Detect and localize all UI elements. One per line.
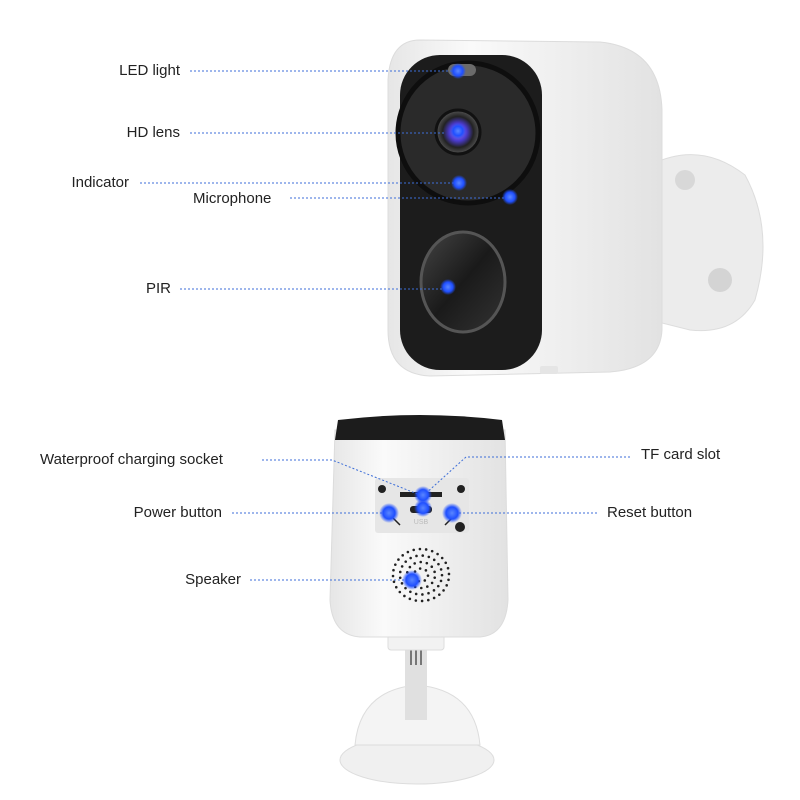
speaker-hole [403,594,406,598]
speaker-hole [408,565,412,569]
speaker-hole [430,549,434,553]
tf-slot-marker [414,486,432,504]
camera-body [329,429,509,638]
speaker-hole [394,563,397,566]
label-pir: PIR [145,280,171,297]
speaker-hole [391,574,395,578]
front-camera [387,39,764,377]
speaker-hole [447,572,451,576]
speaker-hole [418,547,422,551]
label-reset-button: Reset button [607,504,693,521]
speaker-hole [404,560,408,563]
speaker-hole [406,550,410,554]
label-microphone: Microphone [193,190,272,207]
led-light-marker [450,63,466,79]
speaker-hole [426,585,429,588]
label-led-light: LED light [119,62,180,79]
speaker-hole [426,598,430,602]
label-power-button: Power button [133,504,222,521]
speaker-hole [421,593,424,596]
speaker-hole [419,586,423,590]
speaker-hole [412,548,416,552]
speaker-hole [392,568,395,572]
speaker-hole [400,565,404,568]
speaker-hole [415,554,418,558]
label-hd-lens: HD lens [126,124,180,141]
speaker-hole [436,584,440,588]
microphone-marker [502,189,518,205]
speaker-hole [437,562,440,566]
speaker-hole [414,599,418,602]
speaker-hole [426,574,430,577]
label-waterproof-charging-socket: Waterproof charging socket [40,451,223,468]
callout-lines [140,70,630,581]
speaker-hole [424,569,428,572]
indicator-marker [451,175,467,191]
speaker-hole [432,596,436,600]
speaker-hole [419,560,423,564]
speaker-hole [433,576,437,579]
speaker-hole [447,578,450,582]
speaker-hole [442,589,445,592]
speaker-hole [398,570,402,574]
speaker-hole [398,576,402,580]
speaker-hole [420,599,424,603]
wall-mount [649,154,764,332]
speaker-hole [439,568,443,571]
speaker-hole [409,556,412,560]
speaker-marker [402,570,422,590]
speaker-hole [418,567,422,570]
speaker-hole [392,580,396,584]
speaker-hole [408,597,412,601]
speaker-hole [432,589,436,592]
speaker-hole [445,584,448,587]
speaker-hole [438,593,441,596]
speaker-hole [436,552,439,556]
speaker-hole [446,566,450,570]
speaker-hole [439,579,443,583]
speaker-hole [424,548,428,551]
power-button-marker [379,503,399,523]
speaker-hole [409,590,412,594]
bottom-camera: USB [329,415,509,785]
speaker-hole [398,590,402,594]
speaker-hole [394,585,398,589]
pir-marker [440,279,456,295]
label-indicator: Indicator [71,174,129,191]
svg-text:USB: USB [414,519,429,526]
reset-button-marker [442,503,462,523]
speaker-hole [440,573,444,577]
callout-dots [379,63,518,590]
speaker-hole [440,556,444,560]
pir-sensor [419,230,507,334]
speaker-hole [413,562,416,565]
speaker-hole [427,555,431,559]
speaker-hole [427,591,430,595]
speaker-hole [397,558,400,561]
speaker-hole [425,561,429,565]
label-tf-card-slot: TF card slot [641,446,721,463]
speaker-grille [391,547,451,603]
speaker-hole [432,558,436,562]
socket-marker [414,499,432,517]
label-speaker: Speaker [185,571,241,588]
speaker-hole [414,592,418,596]
speaker-hole [430,565,434,568]
speaker-hole [433,570,436,574]
speaker-hole [423,579,427,582]
speaker-hole [401,554,404,557]
speaker-hole [444,561,448,565]
hd-lens-marker [450,123,466,139]
speaker-hole [430,581,434,585]
speaker-hole [421,554,425,557]
